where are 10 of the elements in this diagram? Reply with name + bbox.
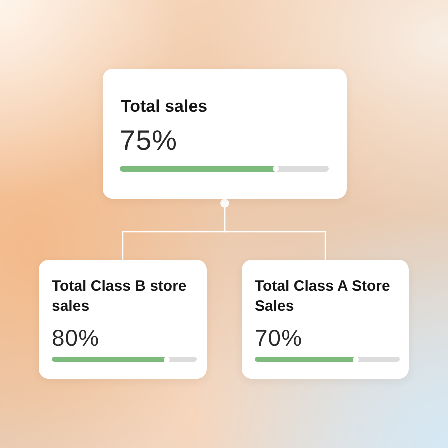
metric-card — [242, 260, 409, 379]
card-title: Total Class B store sales — [52, 277, 188, 317]
connector-line — [220, 199, 326, 260]
card-title: Total sales — [121, 96, 209, 118]
percentage-value: 80% — [52, 325, 100, 352]
percentage-value: 75% — [120, 125, 178, 157]
card-title: Total Class A Store Sales — [255, 277, 392, 317]
metric-card — [39, 260, 207, 379]
percentage-value: 70% — [255, 325, 303, 352]
metric-card — [103, 69, 347, 199]
